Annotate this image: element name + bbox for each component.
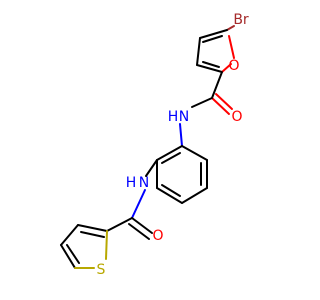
bond-benzene-3-4 [181,187,208,204]
bond-thiophene-c4-c5-double [66,244,80,264]
bond-carbonyl2-thiophene [106,217,133,232]
bond-carbonyl-n1 [191,97,213,108]
amide-1-nh-group: H N [168,109,190,125]
bond-furan-c3-c2-double [202,61,220,68]
benzene-ring-bonds [156,145,208,204]
amide-1-oxygen-atom: O [231,109,242,125]
amide-1-hydrogen-label: H [168,109,179,125]
atom-labels: Br O O H N H N O S [97,12,249,278]
thiophene-sulfur-label: S [97,262,106,278]
molecule-structure-diagram: Br O O H N H N O S [60,12,249,278]
bond-carbonyl-o1 [211,97,230,115]
bond-thiophene-c3-c4 [60,224,79,246]
furan-oxygen-atom: O [228,58,239,74]
bromine-label: Br [233,12,249,28]
bond-c2-carbonyl [211,71,223,99]
bond-thiophene-c2-c3 [77,224,108,232]
bond-n1-ring [179,123,183,147]
furan-oxygen-label: O [228,58,239,74]
bond-furan-c3-c2 [196,64,223,73]
thiophene-ring-bonds [60,224,108,269]
bond-furan-c5-c4 [199,29,228,39]
amide-2-hydrogen-label: H [126,175,137,191]
bond-furan-c5-c4-double [202,35,223,43]
bond-furan-c4-c3 [196,37,201,66]
thiophene-sulfur-atom: S [97,262,106,278]
amide-1-oxygen-label: O [231,109,242,125]
amide-2-nh-group: H N [126,175,150,191]
amide-2-oxygen-atom: O [152,228,163,244]
bond-carbonyl-o1-double [215,93,233,110]
bond-benzene-4-5 [156,187,183,204]
bond-ring-n2 [145,159,158,177]
bond-carbonyl2-o2 [131,217,153,234]
amide-2-bonds [106,159,158,240]
bromine-atom: Br [233,12,249,28]
bond-thiophene-c4-c5 [60,244,76,269]
bond-thiophene-c2-c3-double [80,231,105,238]
bond-furan-o-c5 [228,35,235,59]
amide-2-oxygen-label: O [152,228,163,244]
amide-1-bonds [179,71,233,147]
amide-2-nitrogen-label: N [139,175,149,191]
bond-benzene-1-2 [181,145,208,161]
bond-c-br [226,25,235,31]
bond-benzene-6-1-double [161,152,181,164]
bond-thiophene-s-c2 [105,230,108,260]
amide-1-nitrogen-label: N [179,109,189,125]
bond-benzene-6-1 [156,145,183,161]
bond-n2-carbonyl [131,189,146,219]
bond-furan-c2-o [221,63,232,73]
furan-ring-bonds [196,25,235,73]
bond-carbonyl2-o2-double [128,223,150,240]
bond-benzene-4-5-double [161,184,181,197]
